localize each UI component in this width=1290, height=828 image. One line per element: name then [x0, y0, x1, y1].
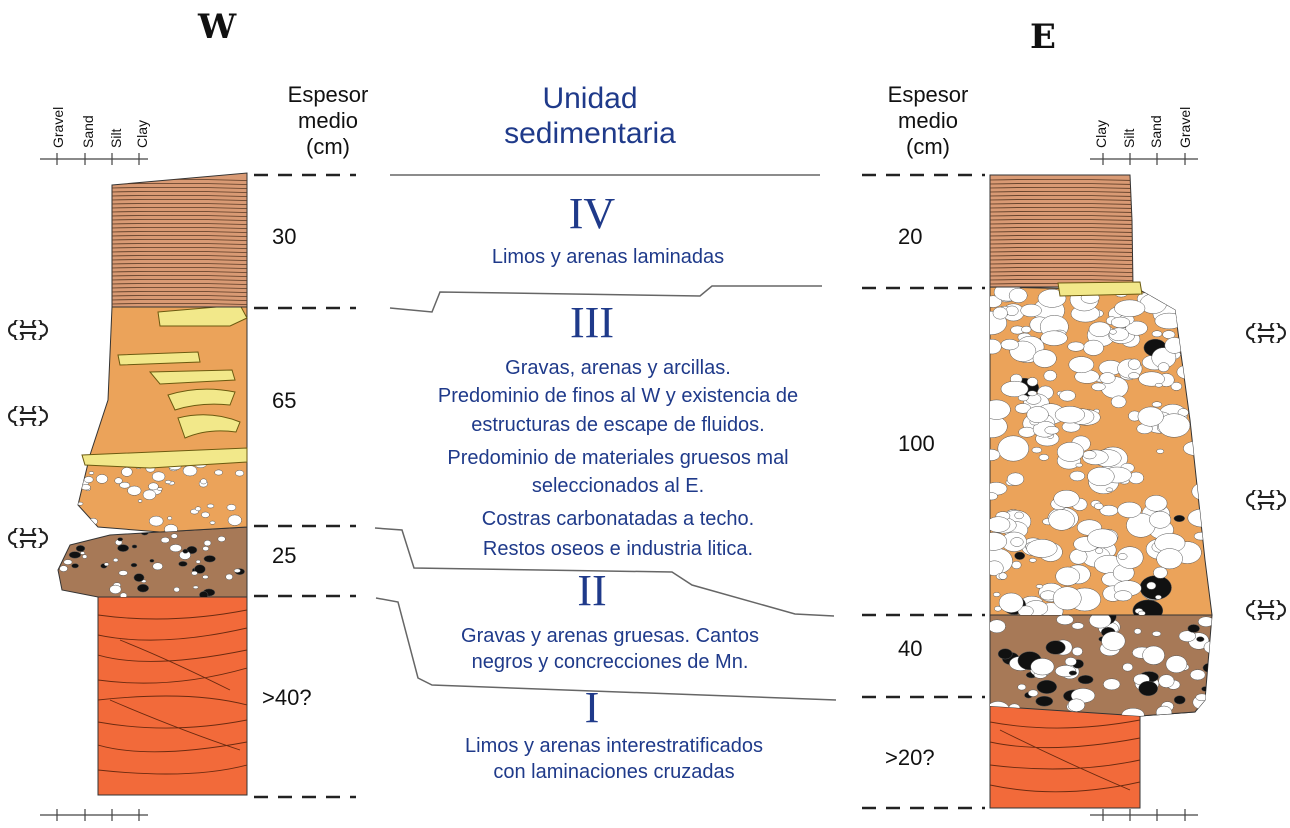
bone-icon	[8, 528, 48, 548]
svg-text:III: III	[570, 298, 614, 347]
thickness-east-i: >20?	[885, 745, 935, 770]
svg-text:medio: medio	[898, 108, 958, 133]
unit-i-label: I Limos y arenas interestratificados con…	[465, 683, 763, 783]
grain-size-scale-east: Clay Silt Sand Gravel	[1090, 107, 1198, 821]
east-unit-iv	[989, 174, 1143, 297]
bone-icon	[1246, 490, 1286, 510]
svg-text:Limos y arenas interestratific: Limos y arenas interestratificados	[465, 735, 763, 757]
svg-text:con laminaciones cruzadas: con laminaciones cruzadas	[493, 761, 734, 783]
svg-text:Limos y arenas laminadas: Limos y arenas laminadas	[492, 246, 724, 268]
svg-text:medio: medio	[298, 108, 358, 133]
unit-iii-label: III Gravas, arenas y arcillas. Predomini…	[438, 298, 798, 560]
bone-icon	[8, 320, 48, 340]
grain-label-sand-east: Sand	[1148, 115, 1164, 148]
thickness-east-ii: 40	[898, 636, 922, 661]
west-unit-iii	[77, 304, 248, 533]
thickness-west-ii: 25	[272, 543, 296, 568]
svg-text:estructuras de escape de fluid: estructuras de escape de fluidos.	[471, 414, 765, 436]
east-label: E	[1030, 17, 1056, 57]
unit-ii-label: II Gravas y arenas gruesas. Cantos negro…	[461, 566, 759, 673]
grain-label-gravel-east: Gravel	[1177, 107, 1193, 148]
correlation-lines	[374, 174, 837, 701]
svg-text:Unidad: Unidad	[542, 82, 637, 115]
svg-text:sedimentaria: sedimentaria	[504, 117, 676, 150]
grain-label-silt-west: Silt	[108, 128, 124, 148]
boundaries-west	[254, 173, 356, 799]
boundaries-east	[862, 173, 985, 810]
svg-text:seleccionados al E.: seleccionados al E.	[532, 475, 704, 497]
bone-icon	[8, 406, 48, 426]
svg-text:(cm): (cm)	[306, 134, 350, 159]
svg-text:negros y concrecciones de Mn.: negros y concrecciones de Mn.	[472, 651, 749, 673]
grain-label-clay-east: Clay	[1093, 120, 1109, 148]
unit-iv-label: IV Limos y arenas laminadas	[492, 189, 724, 268]
svg-text:II: II	[577, 566, 606, 615]
west-unit-iv	[111, 172, 248, 308]
svg-text:Gravas y arenas gruesas. Canto: Gravas y arenas gruesas. Cantos	[461, 625, 759, 647]
east-column	[989, 174, 1213, 809]
west-column	[57, 172, 248, 796]
east-unit-i	[989, 699, 1201, 809]
thickness-west-iv: 30	[272, 224, 296, 249]
thickness-east-iv: 20	[898, 224, 922, 249]
east-unit-iii	[989, 286, 1213, 616]
grain-label-gravel-west: Gravel	[50, 107, 66, 148]
west-unit-ii	[57, 526, 248, 598]
grain-label-silt-east: Silt	[1121, 128, 1137, 148]
svg-text:I: I	[585, 683, 600, 732]
thickness-header-west: Espesor medio (cm)	[288, 82, 369, 159]
thickness-west-i: >40?	[262, 685, 312, 710]
svg-text:Gravas, arenas y arcillas.: Gravas, arenas y arcillas.	[505, 357, 731, 379]
thickness-east-iii: 100	[898, 431, 935, 456]
grain-size-scale-west: Gravel Sand Silt Clay	[40, 107, 150, 821]
grain-label-sand-west: Sand	[80, 115, 96, 148]
bone-icon	[1246, 323, 1286, 343]
svg-text:(cm): (cm)	[906, 134, 950, 159]
svg-text:Costras carbonatadas a techo.: Costras carbonatadas a techo.	[482, 508, 754, 530]
unit-header: Unidad sedimentaria	[504, 82, 676, 150]
svg-text:Predominio de finos al W y exi: Predominio de finos al W y existencia de	[438, 385, 798, 407]
thickness-header-east: Espesor medio (cm)	[888, 82, 969, 159]
east-unit-ii	[989, 614, 1213, 717]
grain-label-clay-west: Clay	[134, 120, 150, 148]
svg-text:Espesor: Espesor	[288, 82, 369, 107]
west-label: W	[197, 7, 237, 47]
svg-text:Restos oseos e industria litic: Restos oseos e industria litica.	[483, 538, 753, 560]
thickness-west-iii: 65	[272, 388, 296, 413]
bone-icon	[1246, 600, 1286, 620]
west-unit-i	[97, 596, 248, 796]
thickness-values-east: 20 100 40 >20?	[885, 224, 935, 770]
svg-text:Espesor: Espesor	[888, 82, 969, 107]
svg-text:Predominio de materiales grues: Predominio de materiales gruesos mal	[447, 447, 788, 469]
svg-text:IV: IV	[569, 189, 616, 238]
thickness-values-west: 30 65 25 >40?	[262, 224, 312, 710]
